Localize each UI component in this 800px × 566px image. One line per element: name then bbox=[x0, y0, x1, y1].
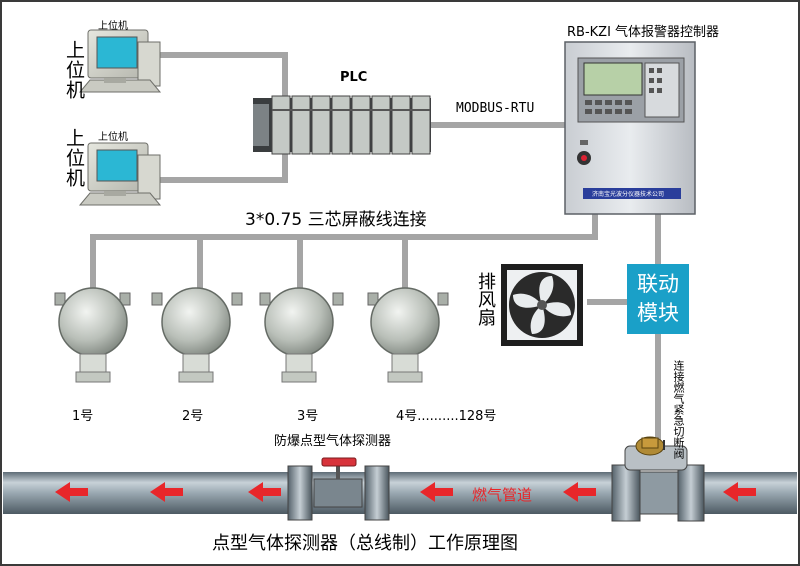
emergency-shutoff-valve bbox=[624, 436, 688, 471]
detector-number-3: 3号 bbox=[297, 409, 319, 424]
gas-pipe-label: 燃气管道 bbox=[472, 486, 533, 504]
detector-3 bbox=[259, 287, 344, 383]
alarm-controller-cabinet bbox=[564, 41, 696, 215]
plc-label: PLC bbox=[340, 70, 368, 85]
detector-caption: 防爆点型气体探测器 bbox=[274, 434, 392, 449]
host-computer-2 bbox=[78, 142, 162, 206]
detector-2 bbox=[151, 287, 243, 383]
shutoff-valve-label: 连接燃气紧急切断阀 bbox=[672, 360, 685, 459]
detector-4 bbox=[367, 287, 449, 383]
linkage-module: 联动模块 bbox=[627, 264, 689, 334]
detector-number-1: 1号 bbox=[72, 409, 94, 424]
exhaust-fan bbox=[501, 264, 583, 346]
gas-pipeline bbox=[3, 457, 797, 522]
flow-arrows bbox=[55, 482, 756, 502]
detector-number-2: 2号 bbox=[182, 409, 204, 424]
controller-title: RB-KZI 气体报警器控制器 bbox=[567, 25, 720, 40]
host-computer-1 bbox=[78, 29, 162, 93]
modbus-label: MODBUS-RTU bbox=[456, 101, 535, 116]
computer-2-caption: 上位机 bbox=[98, 132, 128, 143]
detector-number-4-to-128: 4号..........128号 bbox=[396, 409, 497, 424]
computer-1-label: 上位机 bbox=[63, 40, 85, 100]
cable-label: 3*0.75 三芯屏蔽线连接 bbox=[245, 210, 427, 230]
controller-brand-strip: 济南宝光波分仪器技术公司 bbox=[592, 191, 665, 198]
detector-1 bbox=[54, 287, 131, 383]
computer-2-label: 上位机 bbox=[63, 128, 85, 188]
computer-1-caption: 上位机 bbox=[98, 21, 128, 32]
plc-rack bbox=[253, 95, 431, 155]
signal-wires bbox=[90, 52, 661, 443]
diagram-title: 点型气体探测器（总线制）工作原理图 bbox=[212, 533, 518, 554]
fan-label: 排风扇 bbox=[475, 272, 496, 326]
